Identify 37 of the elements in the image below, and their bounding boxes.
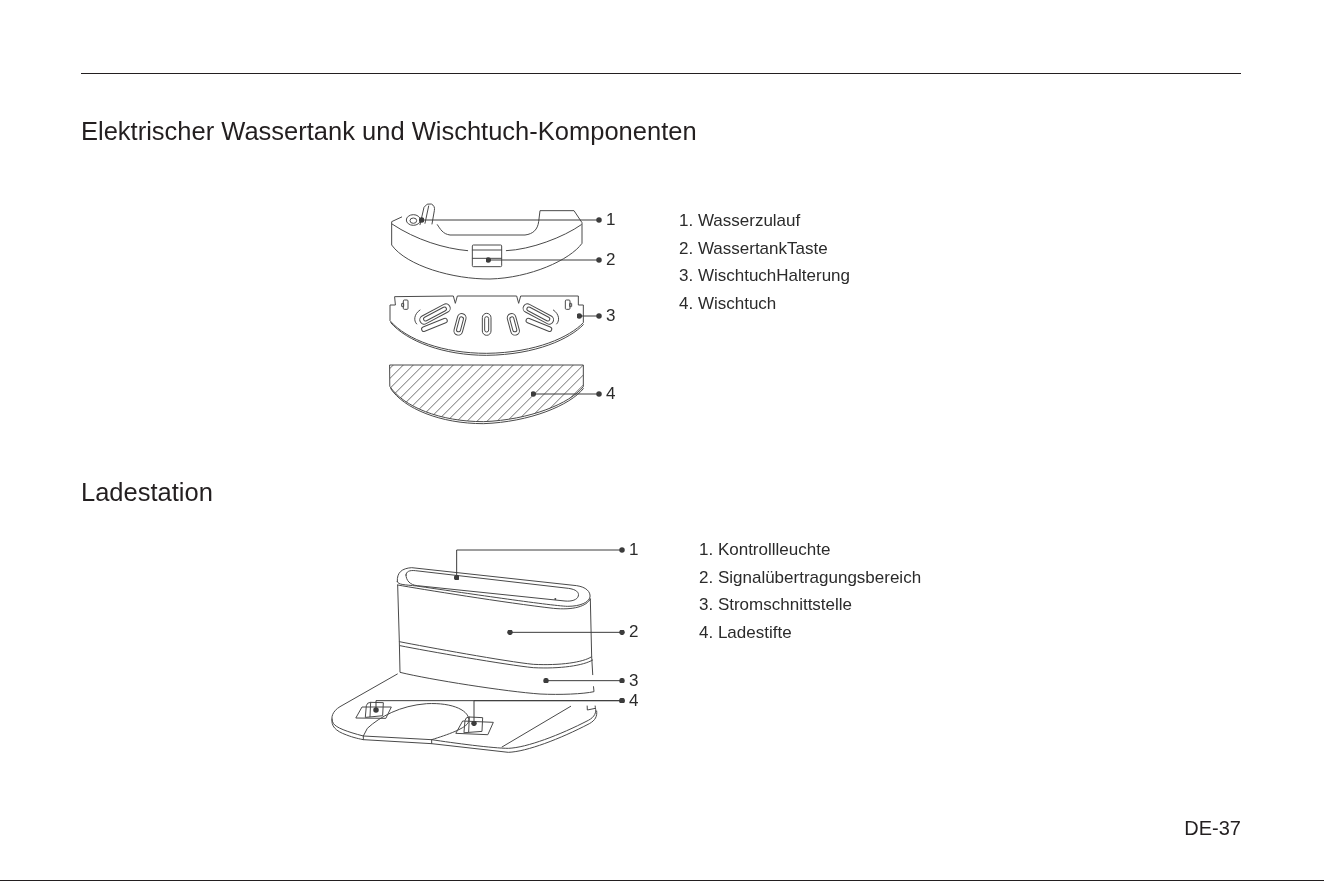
tank-button bbox=[471, 244, 503, 268]
leader-line bbox=[530, 391, 602, 397]
charging-dock-base bbox=[331, 673, 598, 753]
callout-number: 2 bbox=[599, 250, 616, 270]
part-list-item: 2. Signalübertragungsbereich bbox=[699, 566, 922, 589]
leader-line bbox=[507, 629, 625, 636]
station-top-panel bbox=[396, 567, 591, 607]
callout-number: 1 bbox=[599, 210, 616, 230]
leader-line bbox=[576, 313, 602, 319]
leader-line bbox=[453, 547, 625, 581]
callout-number: 4 bbox=[622, 690, 639, 711]
callout-number: 2 bbox=[622, 622, 639, 643]
water-inlet bbox=[405, 203, 436, 226]
charging-pin bbox=[455, 716, 494, 735]
part-list-item: 4. Wischtuch bbox=[679, 293, 777, 315]
mop-holder bbox=[389, 295, 584, 356]
callout-number: 3 bbox=[622, 670, 639, 691]
charging-pin bbox=[355, 701, 392, 719]
part-list-item: 4. Ladestifte bbox=[699, 622, 792, 644]
leader-line bbox=[543, 677, 625, 684]
callout-number: 4 bbox=[599, 384, 616, 404]
leader-line bbox=[485, 257, 602, 263]
page-number: DE-37 bbox=[1184, 816, 1241, 840]
leader-line bbox=[418, 217, 602, 223]
callout-number: 1 bbox=[622, 540, 639, 560]
part-list-item: 3. Stromschnittstelle bbox=[699, 594, 853, 617]
part-list-item: 1. Kontrollleuchte bbox=[699, 539, 831, 561]
leader-line bbox=[471, 697, 625, 727]
callout-number: 3 bbox=[599, 306, 616, 326]
station-upper-body bbox=[397, 584, 593, 666]
part-list-item: 3. WischtuchHalterung bbox=[679, 265, 851, 288]
section-heading: Elektrischer Wassertank und Wischtuch-Komponenten bbox=[81, 116, 697, 146]
section-heading: Ladestation bbox=[81, 477, 213, 507]
mop-cloth bbox=[389, 364, 584, 425]
station-lower-body bbox=[398, 641, 595, 695]
part-list-item: 1. Wasserzulauf bbox=[679, 210, 801, 232]
part-list-item: 2. WassertankTaste bbox=[679, 237, 828, 260]
